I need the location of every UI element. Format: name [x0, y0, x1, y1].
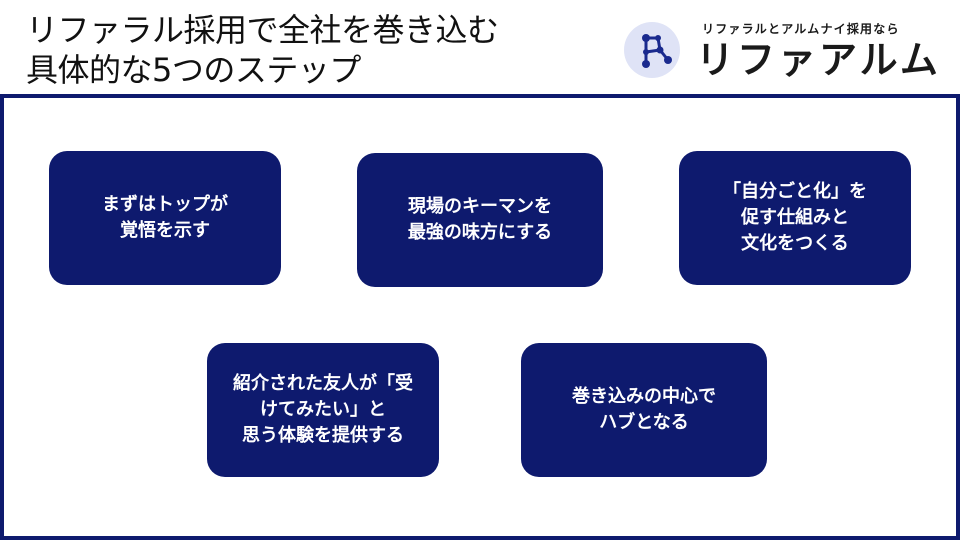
step-3-line-1: 「自分ごと化」を — [723, 181, 867, 202]
step-4-line-3: 思う体験を提供する — [242, 425, 404, 446]
step-4-line-2: けてみたい」と — [260, 399, 386, 420]
network-nodes-icon — [642, 34, 672, 68]
step-card-4: 紹介された友人が「受 けてみたい」と 思う体験を提供する — [207, 343, 439, 477]
slide-title-line-2: 具体的な5つのステップ — [26, 51, 361, 89]
logo-tagline: リファラルとアルムナイ採用なら — [702, 22, 900, 36]
step-card-3: 「自分ごと化」を 促す仕組みと 文化をつくる — [679, 151, 911, 285]
step-card-2: 現場のキーマンを 最強の味方にする — [357, 153, 603, 287]
slide-title: リファラル採用で全社を巻き込む 具体的な5つのステップ — [26, 10, 499, 90]
step-3-line-2: 促す仕組みと — [741, 207, 849, 228]
step-2-line-2: 最強の味方にする — [407, 222, 553, 243]
step-1-line-1: まずはトップが — [102, 194, 228, 215]
step-card-1: まずはトップが 覚悟を示す — [49, 151, 281, 285]
slide-title-line-1: リファラル採用で全社を巻き込む — [26, 11, 499, 49]
step-3-line-3: 文化をつくる — [741, 233, 849, 254]
step-2-line-1: 現場のキーマンを — [408, 196, 552, 217]
step-4-line-1: 紹介された友人が「受 — [233, 373, 413, 394]
step-5-line-2: ハブとなる — [599, 412, 689, 433]
slide-header: リファラル採用で全社を巻き込む 具体的な5つのステップ リファラルと — [0, 0, 960, 98]
step-1-line-2: 覚悟を示す — [120, 220, 210, 241]
brand-logo: リファラルとアルムナイ採用なら リファアルム — [620, 14, 940, 88]
step-card-5: 巻き込みの中心で ハブとなる — [521, 343, 767, 477]
step-5-line-1: 巻き込みの中心で — [572, 386, 716, 407]
logo-name: リファアルム — [696, 38, 941, 82]
